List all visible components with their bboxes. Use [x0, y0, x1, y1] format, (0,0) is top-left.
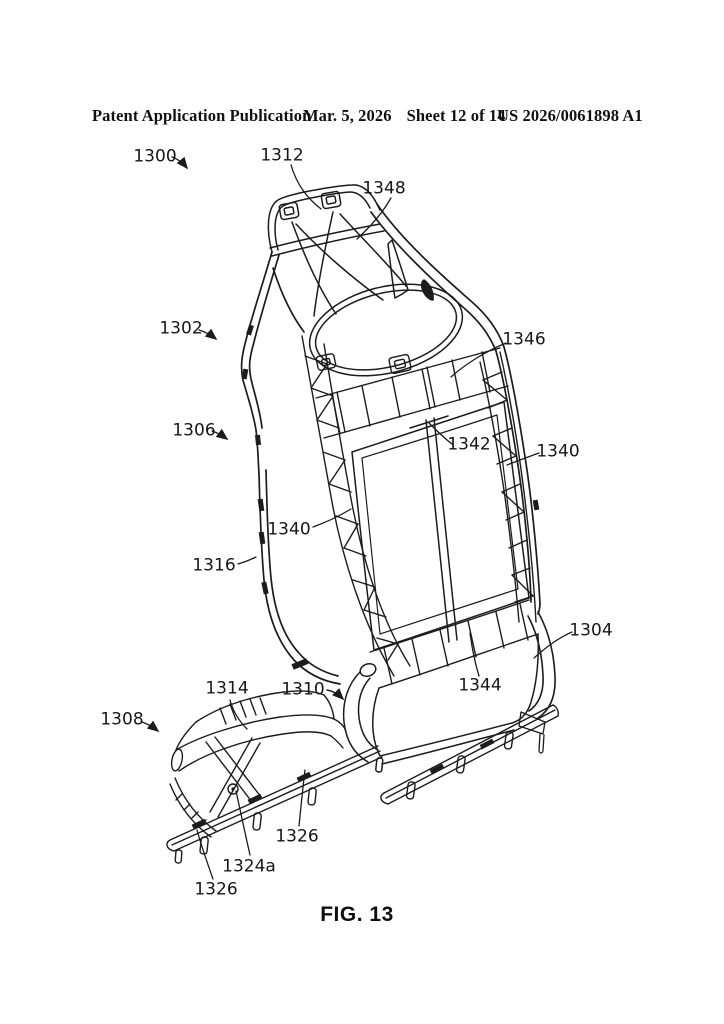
ref-label-1310: 1310 [281, 679, 325, 700]
ref-label-1314: 1314 [205, 678, 249, 699]
edge-clips [241, 324, 540, 670]
ref-label-1302: 1302 [159, 318, 203, 339]
ref-label-1324a: 1324a [222, 856, 276, 877]
ref-label-1348: 1348 [362, 178, 406, 199]
ref-label-1308: 1308 [100, 709, 144, 730]
left-ladder [301, 335, 411, 677]
lower-rib-band [369, 599, 539, 689]
header-publication: Patent Application Publication [92, 106, 312, 125]
left-bracket [169, 690, 347, 838]
ref-label-1346: 1346 [502, 329, 546, 350]
ref-label-1340-left: 1340 [267, 519, 311, 540]
ref-label-1326-lower: 1326 [194, 879, 238, 900]
ref-label-1312: 1312 [260, 145, 304, 166]
leader-lines [196, 164, 573, 880]
header-patent-number: US 2026/0061898 A1 [497, 106, 643, 125]
ref-label-1344: 1344 [458, 675, 502, 696]
ref-label-1342: 1342 [447, 434, 491, 455]
leader-arrows [141, 156, 345, 733]
upper-panel [308, 283, 464, 377]
ref-label-1326-upper: 1326 [275, 826, 319, 847]
lower-panel [372, 633, 539, 773]
ref-label-1340-right: 1340 [536, 441, 580, 462]
figure-caption: FIG. 13 [320, 903, 394, 926]
right-ladder [479, 351, 537, 623]
rear-rail [380, 704, 559, 805]
ref-label-1300: 1300 [133, 146, 177, 167]
header-date: Mar. 5, 2026 [303, 106, 392, 125]
center-panel [351, 401, 530, 651]
pivot-bracket [342, 662, 379, 763]
upper-rib-band [315, 347, 509, 439]
headrest-bracket [267, 184, 434, 317]
ref-label-1304: 1304 [569, 620, 613, 641]
side-member [518, 611, 556, 754]
ref-label-1306: 1306 [172, 420, 216, 441]
header-date-sheet: Mar. 5, 2026 Sheet 12 of 14 [303, 106, 506, 126]
ref-label-1316: 1316 [192, 555, 236, 576]
header-sheet: Sheet 12 of 14 [406, 106, 506, 125]
